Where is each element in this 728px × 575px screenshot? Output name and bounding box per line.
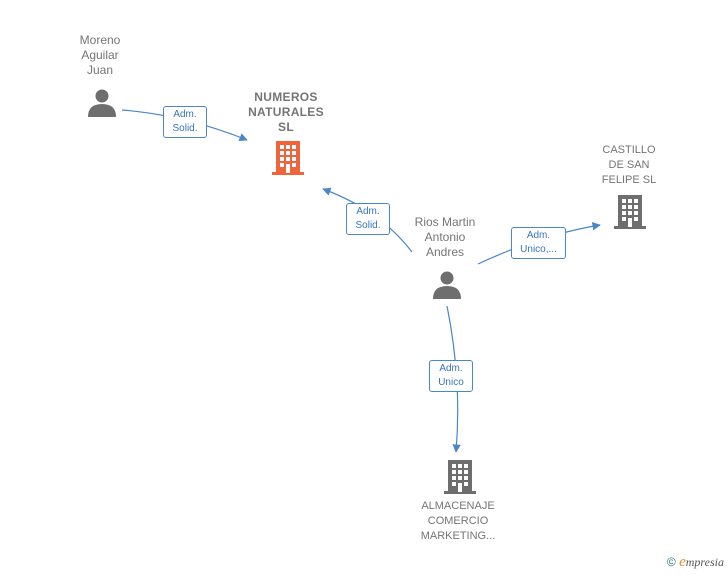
node-label-almacenaje[interactable]: ALMACENAJE COMERCIO MARKETING... xyxy=(420,500,496,542)
person-icon[interactable] xyxy=(432,270,462,300)
node-label-moreno[interactable]: Moreno Aguilar Juan xyxy=(79,33,121,77)
building-icon[interactable] xyxy=(444,459,476,495)
person-icon[interactable] xyxy=(87,88,117,118)
node-label-rios[interactable]: Rios Martin Antonio Andres xyxy=(414,215,476,259)
building-icon[interactable] xyxy=(272,140,304,176)
edge-label-rios-almacenaje[interactable]: Adm. Unico xyxy=(429,360,473,392)
building-icon[interactable] xyxy=(614,194,646,230)
brand-watermark: © empresia xyxy=(667,554,724,571)
edge-label-rios-castillo[interactable]: Adm. Unico,... xyxy=(511,227,566,259)
edge-label-rios-numeros[interactable]: Adm. Solid. xyxy=(346,203,390,235)
node-label-numeros[interactable]: NUMEROS NATURALES SL xyxy=(248,90,324,134)
copyright-icon: © xyxy=(666,555,676,569)
edge-label-moreno-numeros[interactable]: Adm. Solid. xyxy=(163,106,207,138)
brand-logo-initial: e xyxy=(679,554,686,570)
brand-logo-text: mpresia xyxy=(685,555,724,569)
node-label-castillo[interactable]: CASTILLO DE SAN FELIPE SL xyxy=(601,144,657,186)
